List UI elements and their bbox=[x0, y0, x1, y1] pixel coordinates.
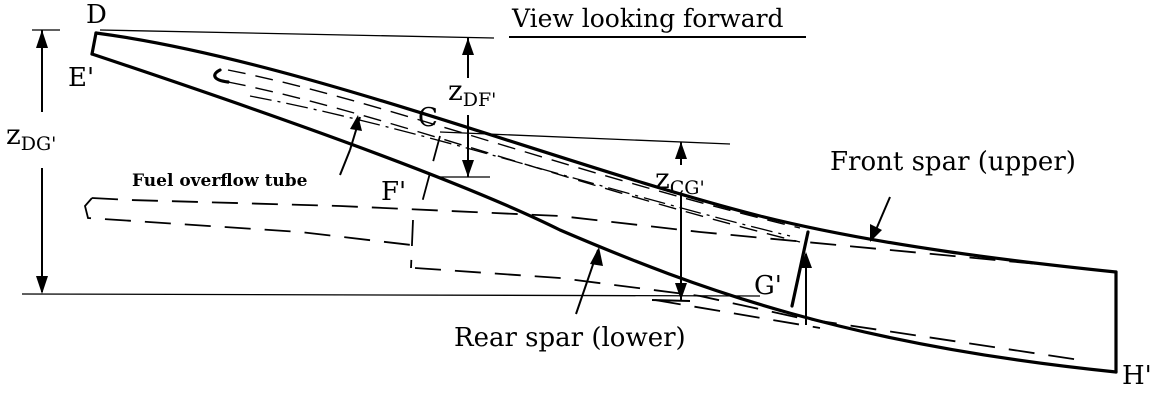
dim-cg-arrow-top bbox=[675, 142, 687, 159]
dashed-front-spar-inboard bbox=[91, 197, 1081, 269]
label-point-d: D bbox=[86, 0, 107, 30]
dim-dg-arrow-top bbox=[36, 30, 48, 48]
fuel-tube-leader bbox=[339, 149, 351, 176]
dim-label-z-cg: zCG' bbox=[655, 162, 705, 199]
dim-df-arrow-top bbox=[462, 38, 474, 55]
dim-cg-arrow-bottom bbox=[675, 283, 687, 300]
label-front-spar: Front spar (upper) bbox=[830, 147, 1076, 177]
fuel-tube-centerline bbox=[249, 95, 791, 237]
wing-root-edge bbox=[90, 31, 98, 56]
dim-dg-arrow-bottom bbox=[36, 276, 48, 294]
front-spar-upper-line bbox=[94, 31, 1118, 274]
fuel-tube-line-upper bbox=[227, 69, 801, 229]
reference-line-g bbox=[21, 293, 761, 297]
label-point-h: H' bbox=[1122, 361, 1152, 391]
rear-spar-leader-arrow bbox=[590, 247, 603, 266]
dashed-rear-spar-inboard bbox=[84, 197, 421, 247]
label-point-f: F' bbox=[381, 177, 406, 207]
diagram-title: View looking forward bbox=[511, 4, 784, 33]
dim-label-z-dg: zDG' bbox=[6, 118, 56, 155]
fuel-tube-line-lower bbox=[227, 81, 801, 243]
dashed-rear-spar-outboard bbox=[414, 267, 1081, 361]
fuel-tube-leader-arrow bbox=[350, 115, 362, 131]
fuel-tube-inlet bbox=[213, 68, 230, 84]
rear-spar-stub bbox=[651, 299, 691, 302]
dim-df-arrow-bottom bbox=[462, 160, 474, 177]
label-point-e: E' bbox=[68, 63, 94, 93]
label-point-c: C bbox=[418, 103, 438, 133]
rear-spar-lower-line bbox=[90, 52, 1118, 374]
label-rear-spar: Rear spar (lower) bbox=[454, 323, 686, 353]
reference-line-d bbox=[99, 29, 495, 39]
rib-g bbox=[790, 230, 810, 308]
front-spar-leader-arrow bbox=[870, 224, 882, 242]
dashed-rib-f bbox=[410, 219, 414, 269]
rib-g-arrow bbox=[800, 252, 812, 268]
dashed-rib-c bbox=[419, 135, 441, 211]
label-point-g: G' bbox=[754, 271, 782, 301]
label-fuel-tube: Fuel overflow tube bbox=[132, 171, 308, 191]
dashed-rear-spar-lower bbox=[654, 299, 821, 329]
dim-label-z-df: zDF' bbox=[448, 74, 496, 111]
